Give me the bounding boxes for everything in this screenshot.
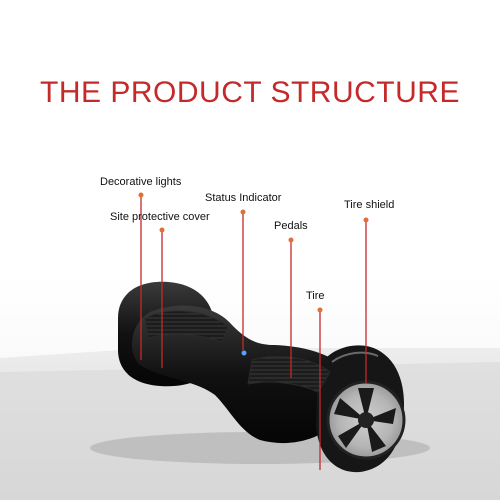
label-site-protective-cover: Site protective cover [110, 211, 210, 223]
callout-lines [140, 195, 367, 470]
wheel-hub [358, 412, 374, 428]
right-shell-highlight [331, 351, 379, 363]
callout-dots [138, 192, 369, 313]
left-pedal [144, 310, 229, 343]
right-pedal [247, 355, 331, 393]
label-tire-shield: Tire shield [344, 199, 395, 211]
label-decorative-lights: Decorative lights [100, 176, 182, 188]
status-indicator-light [241, 350, 247, 356]
board-body [131, 305, 340, 444]
label-tire: Tire [306, 290, 325, 302]
page-title: THE PRODUCT STRUCTURE [40, 76, 460, 109]
label-pedals: Pedals [274, 220, 308, 232]
label-status-indicator: Status Indicator [205, 192, 282, 204]
